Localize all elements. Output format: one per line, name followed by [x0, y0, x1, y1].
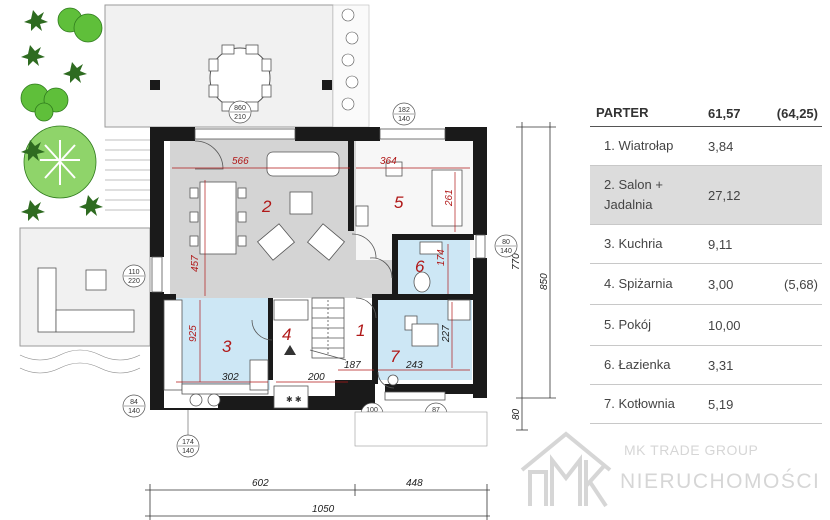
opening-5-height: 140 [128, 408, 140, 415]
room-7-label: 7 [390, 347, 400, 366]
room-1-label: 1 [356, 321, 365, 340]
row-value: 3,31 [708, 357, 734, 373]
table-row: 6. Łazienka 3,31 [590, 346, 822, 385]
row-name: 5. Pokój [604, 317, 651, 332]
svg-text:✱ ✱: ✱ ✱ [286, 395, 302, 404]
dim-364: 364 [380, 156, 397, 167]
opening-2-width: 182 [398, 107, 410, 114]
opening-5-width: 84 [130, 399, 138, 406]
opening-8-width: 87 [432, 407, 440, 414]
row-value: 5,19 [708, 396, 734, 412]
row-value: 3,84 [708, 138, 734, 154]
dim-457: 457 [190, 255, 201, 272]
table-row: 5. Pokój 10,00 [590, 305, 822, 346]
room-area-table: PARTER 61,57 (64,25) 1. Wiatrołap 3,84 2… [590, 100, 822, 424]
dim-227: 227 [441, 325, 452, 343]
dim-566: 566 [232, 156, 249, 167]
floor-plan: ✱ ✱ 1 2 3 4 5 6 7 566 364 457 261 174 92… [19, 4, 556, 520]
row-name: 6. Łazienka [604, 357, 671, 372]
lounge-set [37, 267, 135, 333]
table-row: 3. Kuchria 9,11 [590, 225, 822, 264]
outdoor-dining-set [208, 44, 272, 112]
floor-area-alt: (64,25) [776, 105, 818, 121]
opening-4-height: 140 [500, 248, 512, 255]
dim-80: 80 [511, 408, 522, 420]
row-name: 2. Salon + Jadalnia [604, 177, 663, 212]
dim-302: 302 [222, 372, 239, 383]
dim-602: 602 [252, 478, 269, 489]
opening-1-width: 860 [234, 105, 246, 112]
row-name: 4. Spiżarnia [604, 276, 673, 291]
opening-4-width: 80 [502, 239, 510, 246]
table-row: 2. Salon + Jadalnia 27,12 [590, 166, 822, 225]
row-value: 3,00 [708, 276, 734, 292]
room-3-label: 3 [222, 337, 232, 356]
dim-770: 770 [511, 253, 522, 270]
table-row: 4. Spiżarnia 3,00 (5,68) [590, 264, 822, 305]
floor-area: 61,57 [708, 105, 741, 121]
watermark: MK TRADE GROUP NIERUCHOMOŚCI [518, 430, 821, 510]
room-4-label: 4 [282, 325, 291, 344]
staircase [311, 297, 345, 359]
mk-house-logo-icon [520, 431, 612, 508]
row-name: 3. Kuchria [604, 236, 663, 251]
row-alt: (5,68) [784, 276, 818, 292]
opening-3-height: 220 [128, 278, 140, 285]
dim-925: 925 [188, 325, 199, 342]
opening-2-height: 140 [398, 116, 410, 123]
opening-6-height: 140 [182, 448, 194, 455]
dim-448: 448 [406, 478, 423, 489]
opening-3-width: 110 [128, 269, 139, 276]
dim-1050: 1050 [312, 504, 335, 515]
table-header: PARTER 61,57 (64,25) [590, 100, 822, 127]
row-value: 27,12 [708, 187, 741, 203]
row-value: 10,00 [708, 317, 741, 333]
room-6-label: 6 [415, 257, 425, 276]
row-value: 9,11 [708, 236, 733, 252]
dim-243: 243 [405, 360, 423, 371]
opening-7-width: 100 [366, 407, 378, 414]
opening-1-height: 210 [234, 114, 246, 121]
dim-200: 200 [307, 372, 325, 383]
room-2-label: 2 [261, 197, 272, 216]
garden-plants [19, 7, 359, 374]
opening-6-width: 174 [182, 439, 194, 446]
living-furniture [189, 151, 463, 261]
watermark-company: MK TRADE GROUP [624, 442, 759, 458]
watermark-subtitle: NIERUCHOMOŚCI [620, 470, 821, 493]
table-row: 7. Kotłownia 5,19 [590, 385, 822, 424]
dim-261: 261 [444, 189, 455, 207]
dim-187: 187 [344, 360, 361, 371]
dim-850: 850 [539, 273, 550, 290]
table-row: 1. Wiatrołap 3,84 [590, 127, 822, 166]
walls [150, 127, 487, 410]
room-5-label: 5 [394, 193, 404, 212]
row-name: 1. Wiatrołap [604, 138, 674, 153]
floor-name: PARTER [596, 105, 649, 120]
dim-174: 174 [436, 249, 447, 266]
row-name: 7. Kotłownia [604, 396, 675, 411]
